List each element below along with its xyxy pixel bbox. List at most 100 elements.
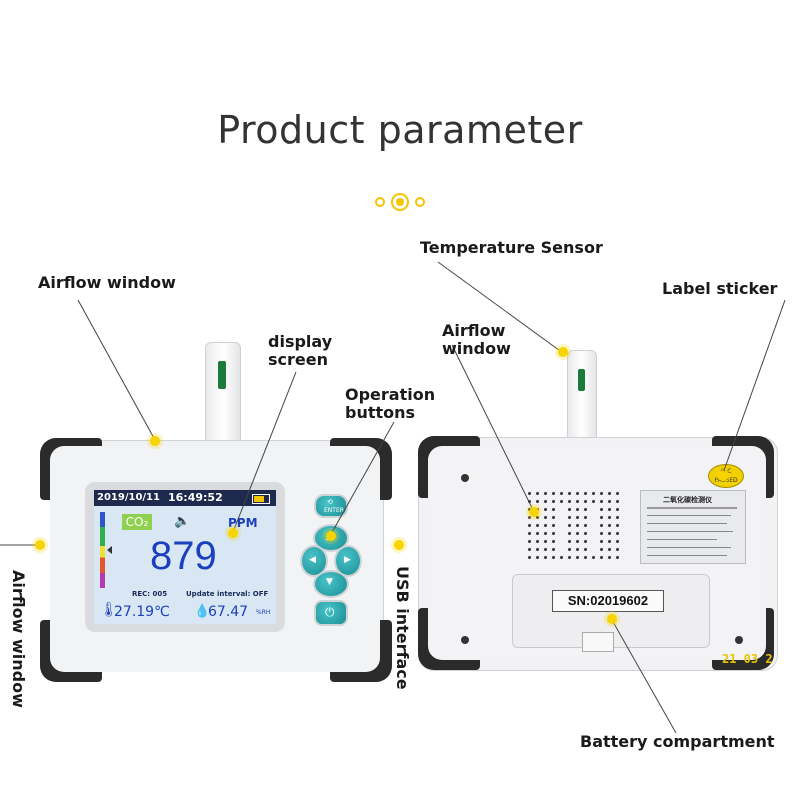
battery-latch[interactable] bbox=[582, 632, 614, 652]
grill-hole bbox=[544, 508, 547, 511]
grill-hole bbox=[608, 508, 611, 511]
grill-hole bbox=[536, 540, 539, 543]
grill-hole bbox=[552, 508, 555, 511]
power-icon: ⏻ bbox=[325, 605, 335, 619]
grill-hole bbox=[544, 556, 547, 559]
grill-hole bbox=[576, 516, 579, 519]
grill-hole bbox=[616, 508, 619, 511]
label-airflow-window-back-2: window bbox=[442, 339, 511, 358]
label-airflow-window-side: Airflow window bbox=[9, 570, 28, 708]
grill-hole bbox=[552, 500, 555, 503]
grill-hole bbox=[600, 540, 603, 543]
screw-hole bbox=[461, 474, 469, 482]
label-airflow-window-back-1: Airflow bbox=[442, 321, 506, 340]
right-arrow-icon: ▶ bbox=[344, 555, 351, 565]
grill-hole bbox=[568, 500, 571, 503]
grill-hole bbox=[568, 508, 571, 511]
callout-dot bbox=[529, 507, 539, 517]
record-count: REC: 005 bbox=[132, 590, 168, 598]
down-button[interactable]: ▼ bbox=[313, 570, 349, 598]
label-usb-interface: USB interface bbox=[393, 566, 412, 690]
grill-hole bbox=[536, 516, 539, 519]
grill-hole bbox=[568, 524, 571, 527]
grill-hole bbox=[536, 532, 539, 535]
grill-hole bbox=[584, 500, 587, 503]
grill-hole bbox=[552, 540, 555, 543]
grill-hole bbox=[544, 532, 547, 535]
grill-hole bbox=[568, 532, 571, 535]
grill-hole bbox=[560, 556, 563, 559]
callout-dot bbox=[558, 347, 568, 357]
label-label-sticker: Label sticker bbox=[662, 279, 778, 298]
grill-hole bbox=[528, 532, 531, 535]
title-decoration-icon bbox=[375, 193, 425, 211]
grill-hole bbox=[608, 492, 611, 495]
grill-hole bbox=[600, 508, 603, 511]
power-button[interactable]: ⏻ bbox=[314, 600, 348, 626]
callout-dot bbox=[35, 540, 45, 550]
grill-hole bbox=[576, 508, 579, 511]
grill-hole bbox=[592, 492, 595, 495]
grill-hole bbox=[616, 532, 619, 535]
grill-hole bbox=[584, 556, 587, 559]
level-pointer-icon bbox=[107, 546, 112, 554]
grill-hole bbox=[528, 492, 531, 495]
grill-hole bbox=[600, 492, 603, 495]
grill-hole bbox=[608, 516, 611, 519]
grill-hole bbox=[544, 548, 547, 551]
grill-hole bbox=[552, 532, 555, 535]
humidity-value: 67.47 bbox=[208, 604, 249, 620]
grill-hole bbox=[600, 524, 603, 527]
grill-hole bbox=[584, 540, 587, 543]
grill-hole bbox=[568, 556, 571, 559]
co2-value: 879 bbox=[150, 534, 217, 578]
label-display-screen-1: display bbox=[268, 332, 333, 351]
grill-hole bbox=[544, 492, 547, 495]
grill-hole bbox=[616, 492, 619, 495]
update-interval: Update interval: OFF bbox=[186, 590, 269, 598]
back-temperature-sensor bbox=[567, 350, 597, 446]
grill-hole bbox=[536, 548, 539, 551]
sticker-title: 二氧化碳检测仪 bbox=[663, 496, 712, 504]
grill-hole bbox=[568, 492, 571, 495]
grill-hole bbox=[576, 524, 579, 527]
thermometer-icon: 🌡 bbox=[100, 602, 118, 618]
callout-dot bbox=[228, 528, 238, 538]
grill-hole bbox=[536, 556, 539, 559]
serial-number: SN:02019602 bbox=[552, 590, 664, 612]
grill-hole bbox=[536, 500, 539, 503]
grill-hole bbox=[528, 524, 531, 527]
grill-hole bbox=[544, 540, 547, 543]
grill-hole bbox=[584, 524, 587, 527]
grill-hole bbox=[608, 548, 611, 551]
grill-hole bbox=[576, 556, 579, 559]
label-sticker: 二氧化碳检测仪 bbox=[640, 490, 746, 564]
screen-date: 2019/10/11 bbox=[97, 492, 160, 503]
grill-hole bbox=[528, 516, 531, 519]
speaker-icon: 🔈 bbox=[174, 514, 191, 529]
grill-hole bbox=[616, 556, 619, 559]
humidity-unit: %RH bbox=[256, 609, 271, 616]
page-title: Product parameter bbox=[217, 108, 583, 152]
screw-hole bbox=[735, 636, 743, 644]
grill-hole bbox=[552, 492, 555, 495]
screen-time: 16:49:52 bbox=[168, 491, 223, 504]
grill-hole bbox=[608, 524, 611, 527]
label-display-screen-2: screen bbox=[268, 350, 328, 369]
grill-hole bbox=[600, 556, 603, 559]
display-screen: 2019/10/11 16:49:52 CO₂ 🔈 PPM 879 REC: 0… bbox=[94, 490, 276, 624]
grill-hole bbox=[552, 556, 555, 559]
grill-hole bbox=[584, 516, 587, 519]
grill-hole bbox=[568, 540, 571, 543]
grill-hole bbox=[528, 548, 531, 551]
grill-hole bbox=[536, 492, 539, 495]
grill-hole bbox=[608, 532, 611, 535]
level-color-scale bbox=[100, 512, 105, 588]
left-arrow-icon: ◀ bbox=[309, 555, 316, 565]
grill-hole bbox=[568, 516, 571, 519]
grill-hole bbox=[616, 500, 619, 503]
grill-hole bbox=[600, 516, 603, 519]
grill-hole bbox=[616, 516, 619, 519]
grill-hole bbox=[600, 500, 603, 503]
gas-badge: CO₂ bbox=[122, 514, 152, 530]
